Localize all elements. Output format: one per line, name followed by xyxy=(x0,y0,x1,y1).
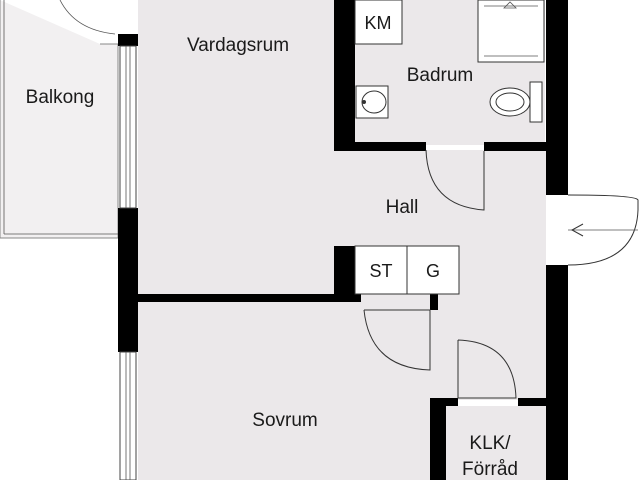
storage-door-swing xyxy=(457,339,517,399)
balcony-door-swing xyxy=(59,0,116,35)
bedroom-door-swing xyxy=(363,309,431,371)
wardrobe-g-label: G xyxy=(426,261,440,281)
storage-floor xyxy=(446,406,546,480)
wardrobe-st-box xyxy=(354,245,408,295)
passage-floor xyxy=(438,300,546,400)
walls xyxy=(118,0,568,480)
shower xyxy=(477,0,545,63)
washing-machine-box xyxy=(354,0,403,45)
shower-drain-icon xyxy=(503,1,517,9)
bedroom-floor xyxy=(138,300,438,480)
room-label-klk-line2: Förråd xyxy=(462,459,518,480)
room-label-badrum: Badrum xyxy=(407,65,474,86)
room-label-balkong: Balkong xyxy=(26,87,95,108)
room-label-hall: Hall xyxy=(386,197,419,218)
wardrobe-st-label: ST xyxy=(369,261,392,281)
room-label-klk-line1: KLK/ xyxy=(469,433,511,454)
windows xyxy=(119,45,137,480)
washing-machine-label: KM xyxy=(365,13,392,33)
washbasin-icon xyxy=(355,85,389,119)
wardrobe-g-box xyxy=(406,245,460,295)
living-room-floor xyxy=(138,0,350,300)
bathroom-door-swing xyxy=(425,149,485,211)
room-label-vardagsrum: Vardagsrum xyxy=(187,35,289,56)
doors xyxy=(363,149,639,399)
room-label-sovrum: Sovrum xyxy=(252,410,317,431)
entrance-arrow-icon xyxy=(570,223,584,237)
toilet-icon xyxy=(489,81,543,123)
fixtures: KM ST G xyxy=(354,0,545,295)
room-labels: Vardagsrum Balkong Badrum Hall Sovrum KL… xyxy=(26,35,518,480)
balcony-area xyxy=(0,0,119,239)
